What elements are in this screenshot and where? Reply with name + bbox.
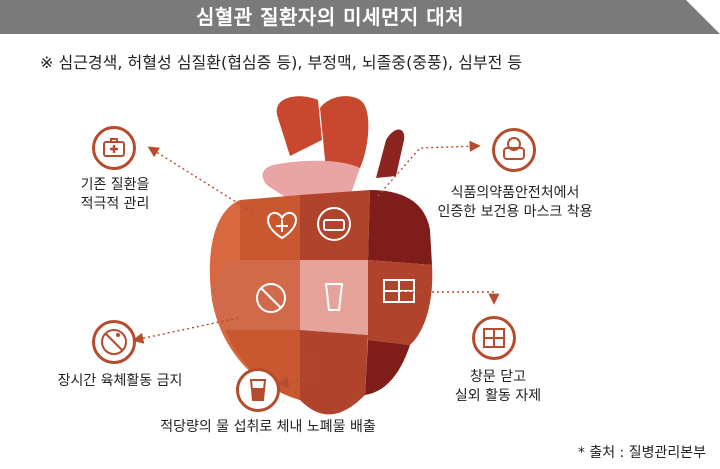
water-glass-icon — [236, 368, 280, 412]
aorta-shape — [262, 96, 405, 200]
connector-arrows — [132, 140, 500, 388]
first-aid-icon — [92, 126, 136, 170]
tip-mask: 식품의약품안전처에서 인증한 보건용 마스크 착용 — [437, 185, 593, 220]
source-note: * 출처 : 질병관리본부 — [577, 445, 706, 461]
heart-body — [209, 190, 433, 415]
tip-existing-disease: 기존 질환을 적극적 관리 — [80, 177, 150, 212]
disease-list-note: ※ 심근경색, 허혈성 심질환(협심증 등), 부정맥, 뇌졸중(중풍), 심부… — [40, 53, 523, 72]
glass-puzzle-icon — [324, 283, 344, 311]
page-title: 심혈관 질환자의 미세먼지 대처 — [195, 5, 465, 29]
no-exercise-icon — [92, 320, 136, 364]
window-puzzle-icon — [383, 279, 415, 303]
title-bar: 심혈관 질환자의 미세먼지 대처 — [0, 0, 720, 34]
heart-icon — [266, 212, 298, 240]
tip-window: 창문 닫고 실외 활동 자제 — [454, 369, 542, 404]
tip-water: 적당량의 물 섭취로 체내 노폐물 배출 — [160, 419, 376, 435]
window-icon — [472, 316, 516, 360]
mask-icon — [492, 128, 536, 172]
tip-no-exercise: 장시간 육체활동 금지 — [57, 373, 183, 389]
mask-puzzle-icon — [317, 207, 351, 241]
no-exercise-puzzle-icon — [256, 283, 286, 313]
